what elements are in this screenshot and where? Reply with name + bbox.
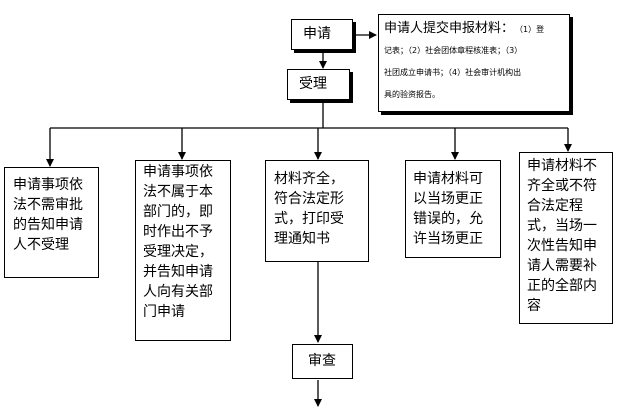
branch-1-text: 申请事项依 法不需审批 的告知申请 人不受理 <box>13 177 83 253</box>
branch-2-text: 申请事项依 法不属于本 部门的，即 时作出不予 受理决定， 并告知申请 人向有关… <box>143 164 213 320</box>
materials-line-1: （1）登 <box>515 25 545 34</box>
branch-5-text: 申请材料不 齐全或不符 合法定程 式，当场一 次性告知申 请人需要补 正的全部内… <box>527 158 597 314</box>
accept-label: 受理 <box>299 76 327 92</box>
materials-title: 申请人提交申报材料： <box>384 21 515 36</box>
review-label: 审查 <box>308 353 336 369</box>
branch-box-3: 材料齐全， 符合法定形 式，打印受 理通知书 <box>265 160 369 262</box>
materials-line-2: 记表；（2）社会团体章程核准表；（3） <box>384 46 523 55</box>
review-box: 审查 <box>292 344 353 379</box>
materials-line-3: 社团成立申请书；（4）社会审计机构出 <box>384 68 522 77</box>
branch-box-2: 申请事项依 法不属于本 部门的，即 时作出不予 受理决定， 并告知申请 人向有关… <box>135 160 231 341</box>
branch-box-5: 申请材料不 齐全或不符 合法定程 式，当场一 次性告知申 请人需要补 正的全部内… <box>519 152 613 324</box>
materials-line-4: 具的验资报告。 <box>384 90 440 99</box>
accept-box: 受理 <box>287 69 350 100</box>
branch-4-text: 申请材料可 以当场更正 错误的，允 许当场更正 <box>413 171 483 247</box>
apply-box: 申请 <box>291 19 353 50</box>
branch-box-1: 申请事项依 法不需审批 的告知申请 人不受理 <box>4 167 99 278</box>
apply-label: 申请 <box>303 26 331 42</box>
branch-3-text: 材料齐全， 符合法定形 式，打印受 理通知书 <box>274 171 344 247</box>
branch-box-4: 申请材料可 以当场更正 错误的，允 许当场更正 <box>405 160 501 258</box>
materials-box: 申请人提交申报材料： （1）登 记表；（2）社会团体章程核准表；（3） 社团成立… <box>378 14 570 112</box>
